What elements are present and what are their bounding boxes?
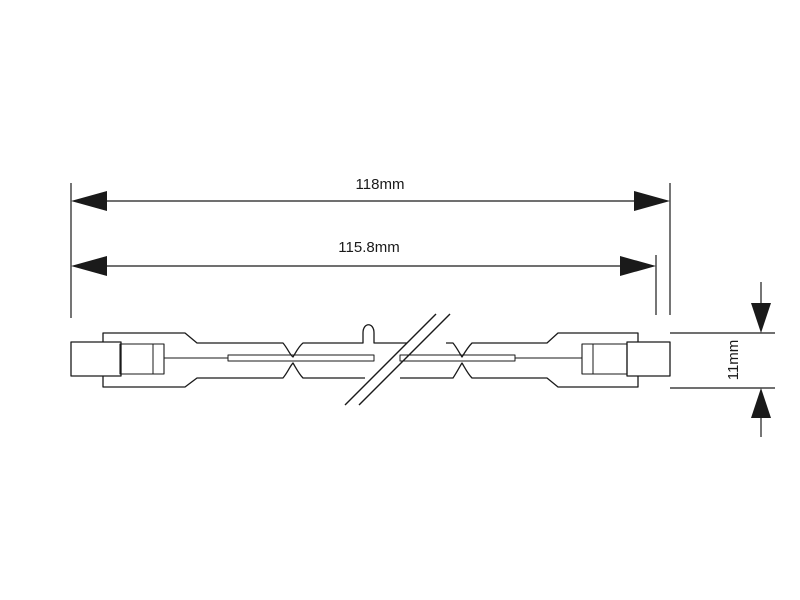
arrow-right-icon — [620, 256, 656, 276]
dimension-overall-length: 118mm — [71, 176, 670, 211]
right-end-cap — [626, 341, 671, 377]
filament — [164, 354, 582, 362]
glass-envelope-bottom-right — [400, 362, 639, 388]
overall-length-label: 118mm — [356, 176, 405, 193]
arrow-up-icon — [751, 388, 771, 418]
halogen-lamp — [70, 313, 671, 406]
dimension-contact-length: 115.8mm — [71, 239, 656, 276]
arrow-left-icon — [71, 256, 107, 276]
arrow-left-icon — [71, 191, 107, 211]
break-lines — [344, 313, 451, 406]
contact-length-label: 115.8mm — [338, 239, 399, 256]
glass-envelope-top-right — [446, 332, 639, 358]
dimension-diameter: 11mm — [725, 282, 771, 437]
glass-envelope-bottom — [102, 362, 365, 388]
arrow-down-icon — [751, 303, 771, 333]
arrow-right-icon — [634, 191, 670, 211]
diameter-label: 11mm — [725, 340, 742, 381]
extension-lines — [70, 183, 775, 389]
right-contact-block — [581, 343, 628, 375]
glass-envelope-top — [102, 324, 407, 358]
left-end-cap — [70, 341, 122, 377]
left-contact-block — [119, 343, 165, 375]
